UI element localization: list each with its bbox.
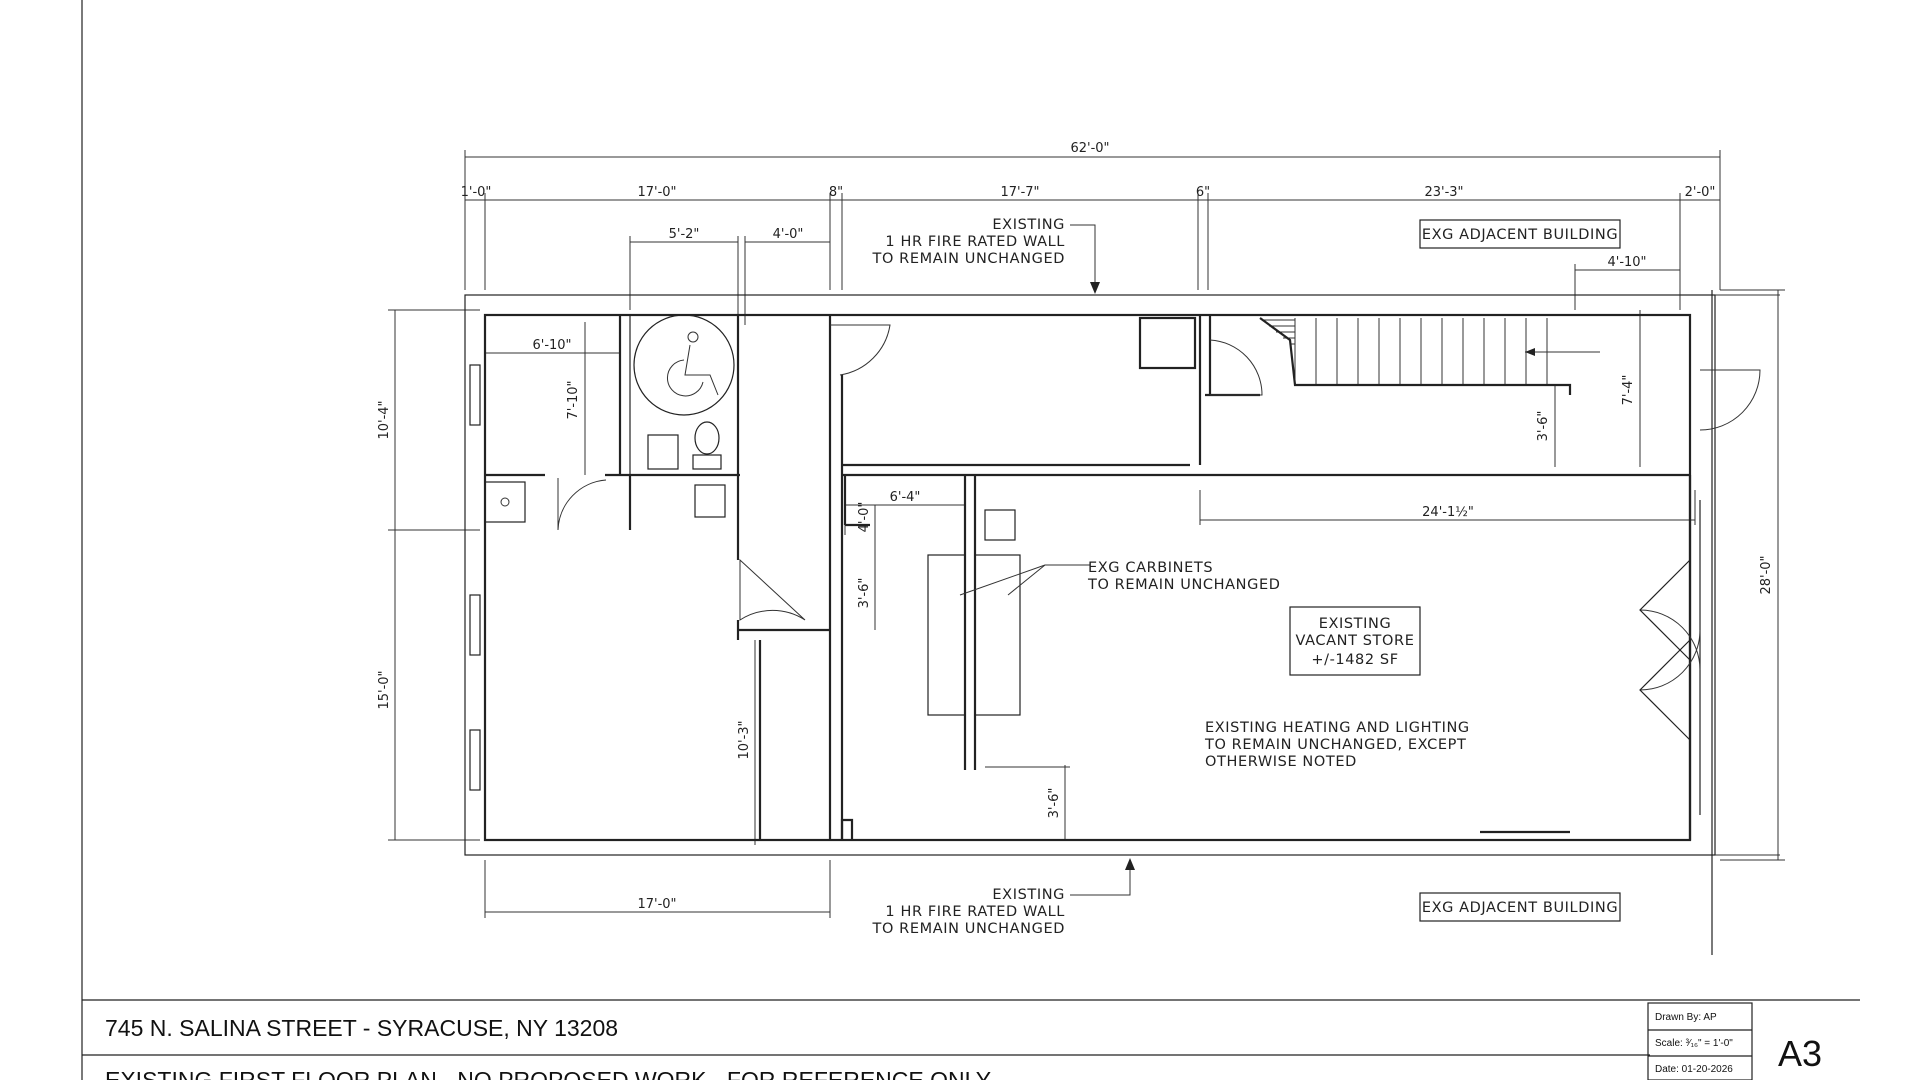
dim-15-0: 15'-0": [377, 670, 392, 709]
title-block: 745 N. SALINA STREET - SYRACUSE, NY 1320…: [105, 1002, 1822, 1080]
adjacent-building-top: EXG ADJACENT BUILDING: [1422, 227, 1618, 243]
dim-24-1-5: 24'-1½": [1422, 505, 1474, 520]
doors: [557, 324, 1761, 741]
store-line-1: EXISTING: [1319, 616, 1392, 632]
overall-dimension-label: 62'-0": [1070, 141, 1109, 156]
date: Date: 01-20-2026: [1655, 1064, 1733, 1075]
adjacent-building-box-bottom: [1419, 892, 1621, 922]
dim-5-2: 5'-2": [669, 227, 700, 242]
sink: [694, 484, 726, 518]
dim-3-6-a: 3'-6": [857, 578, 872, 609]
fire-wall-bottom-line-2: 1 HR FIRE RATED WALL: [885, 904, 1065, 920]
toilet: [694, 421, 720, 455]
dim-4-0: 4'-0": [773, 227, 804, 242]
cabinets-note-line-1: EXG CARBINETS: [1088, 560, 1213, 576]
drawn-by: Drawn By: AP: [1655, 1012, 1717, 1023]
heating-note-line-2: TO REMAIN UNCHANGED, EXCEPT: [1204, 737, 1466, 753]
heating-note-line-3: OTHERWISE NOTED: [1205, 754, 1357, 770]
restroom-dimensions: 5'-2" 4'-0" 6'-10" 7'-10": [485, 227, 830, 475]
top-dim-4: 17'-7": [1000, 185, 1039, 200]
dim-7-4: 7'-4": [1621, 375, 1636, 406]
cabinets-note-line-2: TO REMAIN UNCHANGED: [1087, 577, 1281, 593]
top-dim-7: 2'-0": [1685, 185, 1716, 200]
heating-note-line-1: EXISTING HEATING AND LIGHTING: [1205, 720, 1470, 736]
dim-4-0-v: 4'-0": [857, 502, 872, 533]
fire-wall-top-line-1: EXISTING: [992, 217, 1065, 233]
top-dim-6: 23'-3": [1424, 185, 1463, 200]
top-dimension-chain: 62'-0" 1'-0" 17'-0" 8" 17'-7" 6" 23'-3" …: [461, 141, 1721, 290]
dim-3-6-stair: 3'-6": [1536, 411, 1551, 442]
dim-3-6-b: 3'-6": [1047, 788, 1062, 819]
store-label-box: [1289, 606, 1421, 676]
accessible-restroom-fixtures: [484, 314, 1016, 541]
top-dim-2: 17'-0": [637, 185, 676, 200]
dim-6-10: 6'-10": [532, 338, 571, 353]
dim-10-4: 10'-4": [377, 400, 392, 439]
interior-walls: [485, 314, 1701, 840]
dim-10-3: 10'-3": [737, 720, 752, 759]
fire-wall-bottom-line-1: EXISTING: [992, 887, 1065, 903]
store-line-3: +/-1482 SF: [1311, 652, 1398, 668]
right-dimensions: 4'-10" 7'-4" 3'-6" 24'-1½" 28'-0": [1199, 255, 1785, 861]
turning-radius-circle: [633, 314, 735, 416]
top-dim-5: 6": [1196, 185, 1210, 200]
fire-wall-note-bottom: EXISTING 1 HR FIRE RATED WALL TO REMAIN …: [872, 887, 1066, 937]
wheelchair-icon: [666, 331, 719, 397]
sheet-number: A3: [1778, 1033, 1822, 1074]
bottom-dimension: 17'-0": [484, 860, 831, 918]
fire-wall-leaders: [1070, 224, 1135, 896]
top-dim-1: 1'-0": [461, 185, 492, 200]
dim-4-10: 4'-10": [1607, 255, 1646, 270]
store-line-2: VACANT STORE: [1296, 633, 1415, 649]
project-address: 745 N. SALINA STREET - SYRACUSE, NY 1320…: [105, 1015, 618, 1041]
fire-wall-note-top: EXISTING 1 HR FIRE RATED WALL TO REMAIN …: [872, 217, 1066, 267]
adjacent-building-bottom: EXG ADJACENT BUILDING: [1422, 900, 1618, 916]
dim-28-0: 28'-0": [1759, 555, 1774, 594]
existing-cabinets: [927, 554, 1090, 716]
lavatory: [647, 434, 679, 470]
top-dim-3: 8": [829, 185, 843, 200]
sheet-description: EXISTING FIRST FLOOR PLAN - NO PROPOSED …: [105, 1067, 991, 1080]
scale: Scale: ³⁄₁₆" = 1'-0": [1655, 1038, 1733, 1049]
fire-wall-top-line-3: TO REMAIN UNCHANGED: [872, 251, 1066, 267]
adjacent-building-box-top: [1419, 219, 1621, 249]
mop-sink: [484, 481, 526, 523]
fire-wall-top-line-2: 1 HR FIRE RATED WALL: [885, 234, 1065, 250]
dim-6-4: 6'-4": [890, 490, 921, 505]
stair: [1262, 318, 1548, 385]
fire-wall-bottom-line-3: TO REMAIN UNCHANGED: [872, 921, 1066, 937]
hand-sink: [984, 509, 1016, 541]
windows: [469, 364, 481, 791]
dim-17-0-bottom: 17'-0": [637, 897, 676, 912]
dim-7-10: 7'-10": [566, 380, 581, 419]
